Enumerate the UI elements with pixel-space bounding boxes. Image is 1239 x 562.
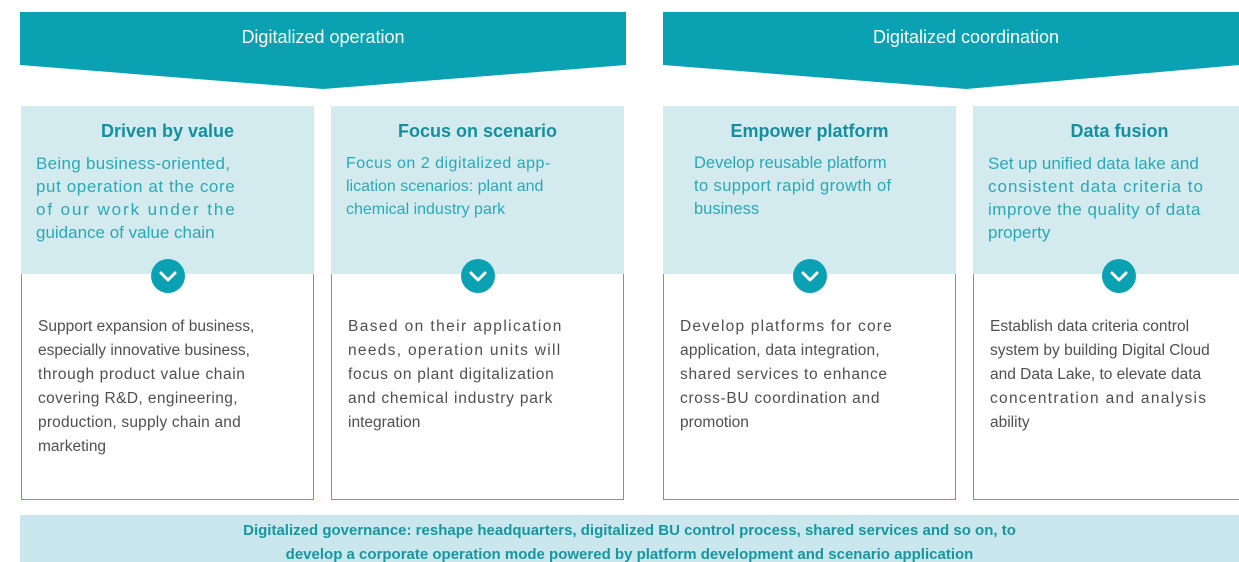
banner-label: Digitalized operation <box>241 27 405 47</box>
card-description-line: promotion <box>680 414 749 431</box>
chevron-down-icon <box>460 259 495 293</box>
banner-arrow-shape <box>20 12 626 89</box>
card-description-line: shared services to enhance <box>680 366 888 383</box>
card-description-line: Develop platforms for core <box>680 318 893 335</box>
card-description-line: and Data Lake, to elevate data <box>990 366 1202 383</box>
card-description-line: needs, operation units will <box>348 342 562 359</box>
card-description-line: ability <box>990 414 1030 431</box>
governance-footer: Digitalized governance: reshape headquar… <box>20 515 1239 562</box>
card-driven-by-value: Driven by value Being business-oriented,… <box>21 106 314 500</box>
card-subtitle: Set up unified data lake and consistent … <box>988 152 1204 244</box>
card-description: Establish data criteria control system b… <box>990 315 1210 435</box>
banner-label: Digitalized coordination <box>872 27 1060 47</box>
card-description: Support expansion of business, especiall… <box>38 315 302 459</box>
card-subtitle-line: of our work under the <box>36 200 237 219</box>
governance-text: Digitalized governance: reshape headquar… <box>20 519 1239 562</box>
card-subtitle: Develop reusable platform to support rap… <box>694 152 944 221</box>
card-subtitle-line: business <box>694 200 760 218</box>
card-description-line: Based on their application <box>348 318 563 335</box>
card-description-line: covering R&D, engineering, <box>38 390 238 407</box>
card-header-panel <box>331 106 624 274</box>
card-description-line: cross-BU coordination and <box>680 390 881 407</box>
card-header-panel <box>973 106 1239 274</box>
banner-digitalized-coordination: Digitalized coordination <box>663 12 1239 90</box>
banner-arrow-shape <box>663 12 1239 89</box>
card-subtitle-line: put operation at the core <box>36 177 236 196</box>
governance-text-line: develop a corporate operation mode power… <box>285 546 974 562</box>
card-description-line: application, data integration, <box>680 342 880 359</box>
card-subtitle-line: property <box>988 223 1051 242</box>
card-subtitle-line: consistent data criteria to <box>988 177 1204 196</box>
card-description-line: concentration and analysis <box>990 390 1208 407</box>
card-subtitle-line: Develop reusable platform <box>694 154 887 172</box>
card-description-line: Establish data criteria control <box>990 318 1190 335</box>
card-subtitle-line: Focus on 2 digitalized app- <box>346 155 551 172</box>
card-description-line: Support expansion of business, <box>38 318 255 335</box>
card-description-line: especially innovative business, <box>38 342 250 359</box>
card-subtitle: Being business-oriented, put operation a… <box>36 152 302 244</box>
governance-text-line: Digitalized governance: reshape headquar… <box>243 522 1016 539</box>
chevron-down-icon <box>792 259 827 293</box>
card-body-panel <box>663 274 956 500</box>
card-description-line: through product value chain <box>38 366 246 383</box>
card-title: Driven by value <box>100 121 235 141</box>
card-description-line: system by building Digital Cloud <box>990 342 1210 359</box>
card-subtitle-line: Being business-oriented, <box>36 154 231 173</box>
card-description-line: integration <box>348 414 421 431</box>
card-header-panel <box>663 106 956 274</box>
card-data-fusion: Data fusion Set up unified data lake and… <box>973 106 1239 500</box>
card-body-panel <box>973 274 1239 500</box>
card-subtitle-line: to support rapid growth of <box>694 177 892 195</box>
card-subtitle-line: Set up unified data lake and <box>988 154 1199 173</box>
card-subtitle: Focus on 2 digitalized app- lication sce… <box>346 152 612 221</box>
card-title: Empower platform <box>730 121 889 141</box>
card-description-line: marketing <box>38 438 107 455</box>
card-title: Data fusion <box>1070 121 1169 141</box>
card-title: Focus on scenario <box>397 121 558 141</box>
card-description-line: production, supply chain and <box>38 414 241 431</box>
card-empower-platform: Empower platform Develop reusable platfo… <box>663 106 956 500</box>
card-description: Based on their application needs, operat… <box>348 315 612 435</box>
card-subtitle-line: chemical industry park <box>346 201 506 218</box>
card-body-panel <box>331 274 624 500</box>
card-focus-on-scenario: Focus on scenario Focus on 2 digitalized… <box>331 106 624 500</box>
card-description-line: and chemical industry park <box>348 390 554 407</box>
chevron-down-icon <box>150 259 185 293</box>
card-subtitle-line: lication scenarios: plant and <box>346 178 544 195</box>
card-subtitle-line: guidance of value chain <box>36 223 215 242</box>
banner-digitalized-operation: Digitalized operation <box>20 12 626 90</box>
card-description-line: focus on plant digitalization <box>348 366 555 383</box>
card-body-panel <box>21 274 314 500</box>
chevron-down-icon <box>1102 259 1136 293</box>
card-subtitle-line: improve the quality of data <box>988 200 1201 219</box>
card-description: Develop platforms for core application, … <box>680 315 944 435</box>
card-header-panel <box>21 106 314 274</box>
